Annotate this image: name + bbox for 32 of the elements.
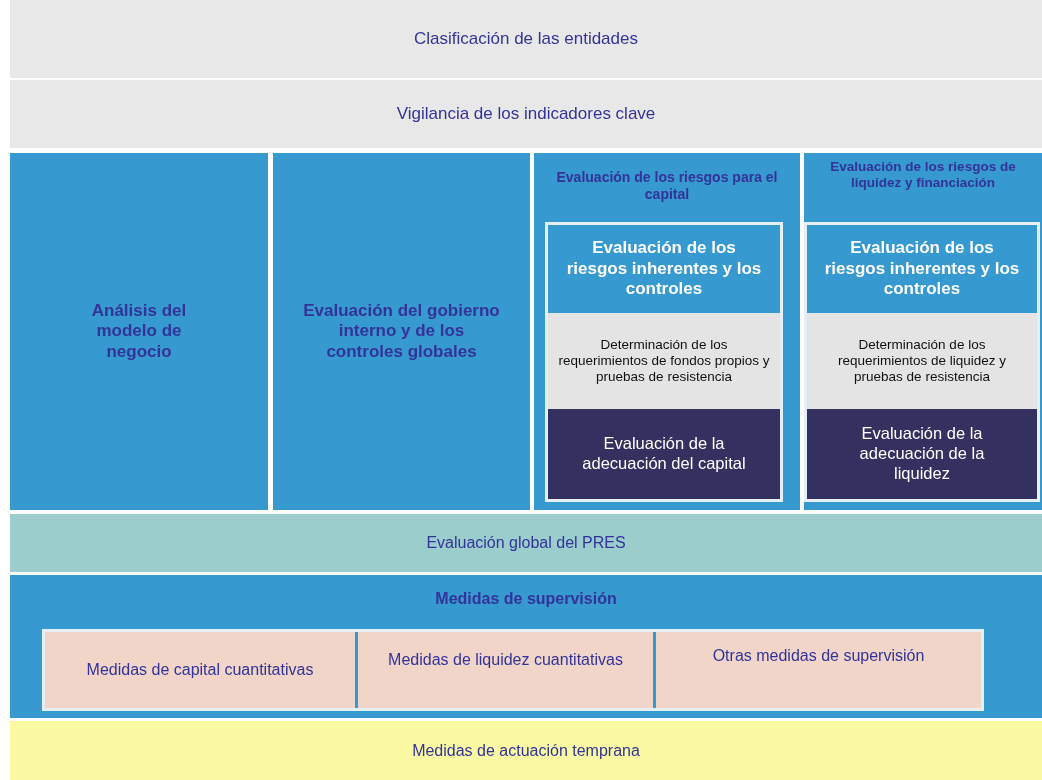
box-label: Vigilancia de los indicadores clave <box>396 103 656 125</box>
column-panel <box>804 153 1042 510</box>
box-label: Determinación de los requerimientos de fondos propios y pruebas de resistencia <box>557 336 771 386</box>
measure-box <box>358 632 653 708</box>
process-box <box>807 313 1037 409</box>
box-label: Medidas de capital cuantitativas <box>86 660 314 680</box>
section-heading: Medidas de supervisión <box>435 589 617 609</box>
box-label: Otras medidas de supervisión <box>712 646 925 666</box>
measure-box <box>45 632 355 708</box>
band <box>10 721 1042 780</box>
box-label: Clasificación de las entidades <box>414 28 638 50</box>
section-heading: Evaluación de los riesgos para el capital <box>555 169 779 203</box>
process-box <box>807 409 1037 499</box>
box-label: Análisis del modelo de negocio <box>90 300 188 363</box>
box-label: Medidas de actuación temprana <box>412 740 640 761</box>
process-box <box>548 409 780 499</box>
column-panel <box>534 153 800 510</box>
section-heading: Evaluación de los riesgos de liquidez y financiación <box>829 159 1017 192</box>
box-label: Evaluación de los riesgos inherentes y los controles <box>823 238 1021 300</box>
box-label: Evaluación de la adecuación del capital <box>581 434 747 474</box>
box-label: Medidas de liquidez cuantitativas <box>388 650 623 670</box>
column-panel <box>10 153 268 510</box>
box-label: Evaluación del gobierno interno y de los controles globales <box>303 300 500 363</box>
measure-box <box>656 632 981 708</box>
process-box <box>548 313 780 409</box>
column-panel <box>273 153 530 510</box>
band <box>10 514 1042 572</box>
box-label: Determinación de los requerimientos de liquidez y pruebas de resistencia <box>836 336 1008 386</box>
box-label: Evaluación global del PRES <box>426 533 626 553</box>
box-label: Evaluación de los riesgos inherentes y los controles <box>565 238 763 300</box>
box-label: Evaluación de la adecuación de la liquidez <box>858 424 986 484</box>
band <box>10 575 1042 718</box>
